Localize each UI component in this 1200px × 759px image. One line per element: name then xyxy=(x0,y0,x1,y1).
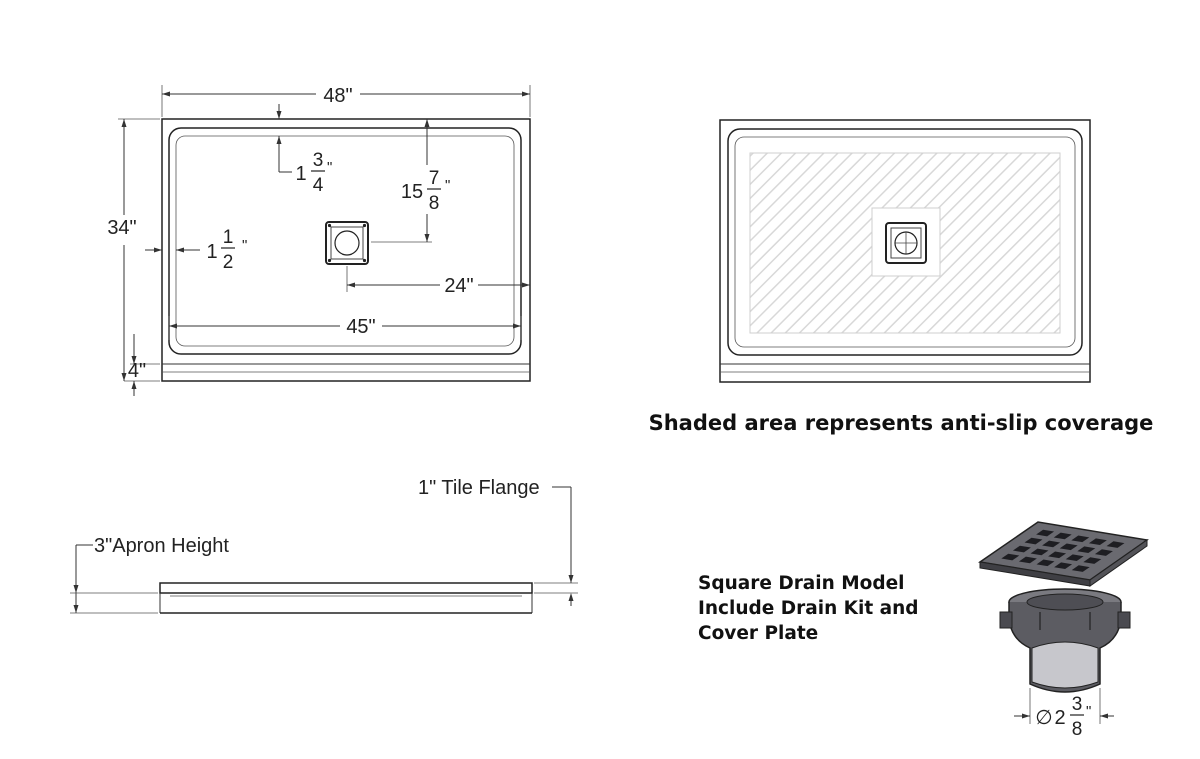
drain-cover-slot xyxy=(1012,545,1031,553)
anti-slip-pan-outline xyxy=(719,119,1091,383)
drain-cover-slot xyxy=(1083,557,1102,564)
diameter-whole: 2 xyxy=(1054,707,1065,729)
drain-note: Square Drain Model Include Drain Kit and… xyxy=(698,573,919,644)
diameter-unit: " xyxy=(1086,703,1091,720)
dimension-depth: 34" xyxy=(107,118,160,382)
drain-cover-slot xyxy=(1054,562,1073,569)
side-view: 1" Tile Flange 3"Apron Height xyxy=(70,477,578,614)
basin-inner-outline xyxy=(175,135,515,347)
drain-cover-plate-icon xyxy=(978,521,1149,587)
drain-cover-slot xyxy=(1053,532,1072,540)
top-rim-unit: " xyxy=(327,159,332,176)
dimension-drain-offset-y: 15 7 8 " xyxy=(371,119,450,243)
pan-side-top xyxy=(159,582,533,594)
drain-offset-y-unit: " xyxy=(445,177,450,194)
drain-cover-slot xyxy=(1106,541,1125,548)
drain-cover-slot xyxy=(1071,535,1090,543)
dimension-drain-diameter: ∅ 2 3 8 " xyxy=(1014,688,1114,740)
drain-cover-slot xyxy=(1048,551,1067,559)
drain-cover-slot xyxy=(1018,556,1037,564)
anti-slip-caption: Shaded area represents anti-slip coverag… xyxy=(649,411,1154,435)
diameter-numerator: 3 xyxy=(1072,694,1083,715)
anti-slip-view: Shaded area represents anti-slip coverag… xyxy=(649,119,1154,435)
drain-cover-slot xyxy=(1001,553,1020,561)
drain-body-icon xyxy=(999,588,1131,693)
dimension-inner-width: 45" xyxy=(168,316,522,340)
top-rim-denominator: 4 xyxy=(313,175,324,196)
drain-offset-y-denominator: 8 xyxy=(429,193,440,214)
drain-offset-y-whole: 15 xyxy=(401,181,423,203)
dimension-apron: 4" xyxy=(128,334,160,396)
tile-flange-label: 1" Tile Flange xyxy=(418,477,540,499)
drain-cover-slot xyxy=(1024,537,1043,545)
drain-cover-slot xyxy=(1042,540,1061,548)
left-rim-whole: 1 xyxy=(206,241,217,263)
top-view: 48" 34" 4" 1 1 xyxy=(107,85,531,396)
drain-note-line-2: Include Drain Kit and xyxy=(698,598,919,619)
drain-note-line-1: Square Drain Model xyxy=(698,573,905,594)
drain-cover-slot xyxy=(1088,538,1107,545)
basin-outer-outline xyxy=(168,127,522,355)
left-rim-numerator: 1 xyxy=(223,227,234,248)
drain-cover-slot xyxy=(1036,559,1055,567)
inner-width-label: 45" xyxy=(346,316,375,338)
drain-cover-slot xyxy=(1077,546,1096,553)
diameter-denominator: 8 xyxy=(1072,719,1083,740)
dimension-width: 48" xyxy=(161,85,531,117)
width-label: 48" xyxy=(323,85,352,107)
dimension-left-rim: 1 1 2 " xyxy=(145,227,247,273)
drain-note-line-3: Cover Plate xyxy=(698,623,818,644)
dimension-drain-offset-x: 24" xyxy=(346,266,530,297)
drain-offset-y-numerator: 7 xyxy=(429,168,440,189)
tile-flange-callout: 1" Tile Flange xyxy=(418,477,578,606)
drain-cover-slot xyxy=(1065,554,1084,561)
anti-slip-drain xyxy=(885,222,927,264)
drain-cover-slot xyxy=(1030,548,1049,556)
left-rim-unit: " xyxy=(242,237,247,254)
apron-height-callout: 3"Apron Height xyxy=(70,535,229,614)
drain-cover-slot xyxy=(1094,549,1113,556)
top-rim-whole: 1 xyxy=(295,163,306,185)
drain-offset-x-label: 24" xyxy=(444,275,473,297)
apron-height-label: 3"Apron Height xyxy=(94,535,229,557)
drain-square xyxy=(325,221,369,265)
drain-cover-slot xyxy=(1059,543,1078,551)
top-rim-numerator: 3 xyxy=(313,150,324,171)
drain-cover-slot xyxy=(1036,529,1055,537)
depth-label: 34" xyxy=(107,217,136,239)
anti-slip-basin-outline xyxy=(727,128,1083,356)
apron-label: 4" xyxy=(128,360,146,382)
dimension-top-rim: 1 3 4 " xyxy=(276,104,332,196)
drain-cover-slot xyxy=(1071,565,1090,572)
left-rim-denominator: 2 xyxy=(223,252,234,273)
diameter-symbol: ∅ xyxy=(1035,707,1052,729)
